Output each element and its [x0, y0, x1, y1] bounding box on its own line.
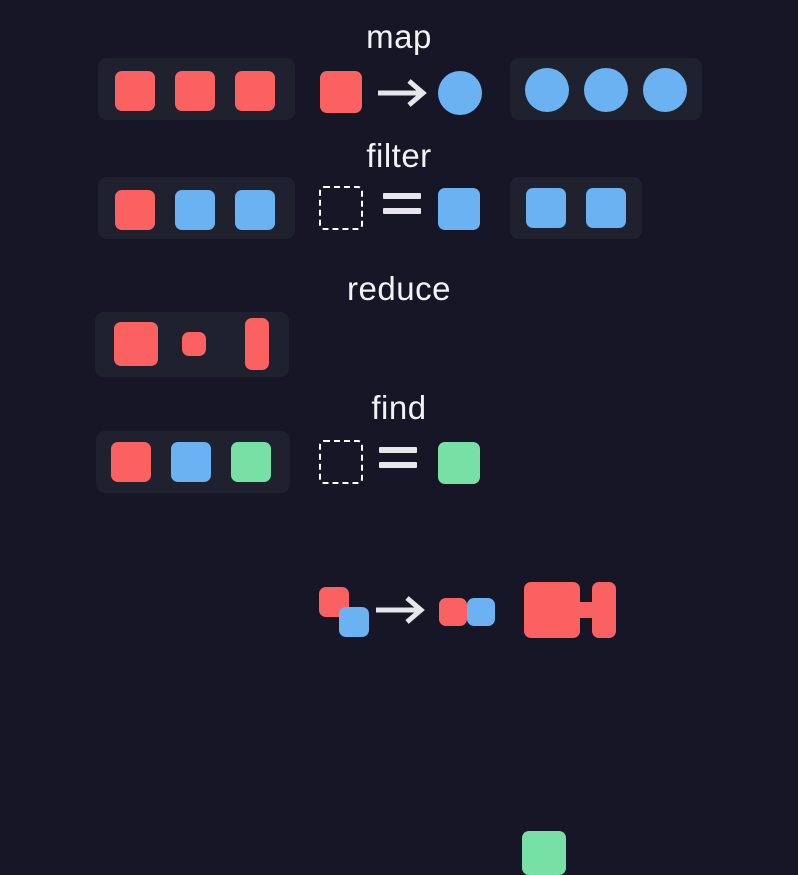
filter-input-item-2: [175, 190, 215, 230]
row-reduce: reduce: [0, 270, 798, 638]
filter-input-item-3: [235, 190, 275, 230]
reduce-input-item-3: [245, 318, 269, 370]
filter-output-item-1: [526, 188, 566, 228]
diagram-canvas: map filter: [0, 18, 798, 875]
find-predicate-placeholder: [319, 440, 363, 484]
row-title-map: map: [366, 18, 432, 55]
find-input-item-1: [111, 442, 151, 482]
filter-predicate-placeholder: [319, 186, 363, 230]
filter-output-item-2: [586, 188, 626, 228]
find-input-item-3: [231, 442, 271, 482]
reduce-accumulator-result-b: [467, 598, 495, 626]
reduce-input-item-1: [114, 322, 158, 366]
equals-icon: [379, 447, 417, 468]
equals-icon: [383, 193, 421, 214]
find-input-item-2: [171, 442, 211, 482]
map-input-panel: [98, 58, 295, 120]
find-predicate-match: [438, 442, 480, 484]
reduce-result-block-tall: [592, 582, 616, 638]
filter-predicate-match: [438, 188, 480, 230]
reduce-input-panel: [95, 312, 289, 377]
find-input-panel: [96, 431, 290, 493]
map-input-item-2: [175, 71, 215, 111]
row-find: find: [0, 389, 798, 875]
row-title-filter: filter: [366, 137, 432, 174]
map-output-panel: [510, 58, 702, 120]
arrow-icon: [378, 79, 427, 107]
map-output-item-1: [525, 68, 569, 112]
map-operation-result: [438, 71, 482, 115]
map-input-item-1: [115, 71, 155, 111]
row-filter: filter: [0, 137, 798, 257]
map-output-item-2: [584, 68, 628, 112]
filter-input-panel: [98, 177, 295, 239]
map-operation-source: [320, 71, 362, 113]
find-output-item-1: [522, 831, 566, 875]
row-title-find: find: [371, 389, 427, 426]
reduce-result-block-large: [524, 582, 580, 638]
row-title-reduce: reduce: [347, 270, 451, 307]
reduce-accumulator-result-a: [439, 598, 467, 626]
filter-input-item-1: [115, 190, 155, 230]
map-output-item-3: [643, 68, 687, 112]
reduce-input-item-2: [182, 332, 206, 356]
map-input-item-3: [235, 71, 275, 111]
reduce-accumulator-source-b: [339, 607, 369, 637]
row-map: map: [0, 18, 798, 138]
reduce-result-composite: [524, 582, 616, 638]
filter-output-panel: [510, 177, 642, 239]
arrow-icon: [376, 596, 425, 624]
